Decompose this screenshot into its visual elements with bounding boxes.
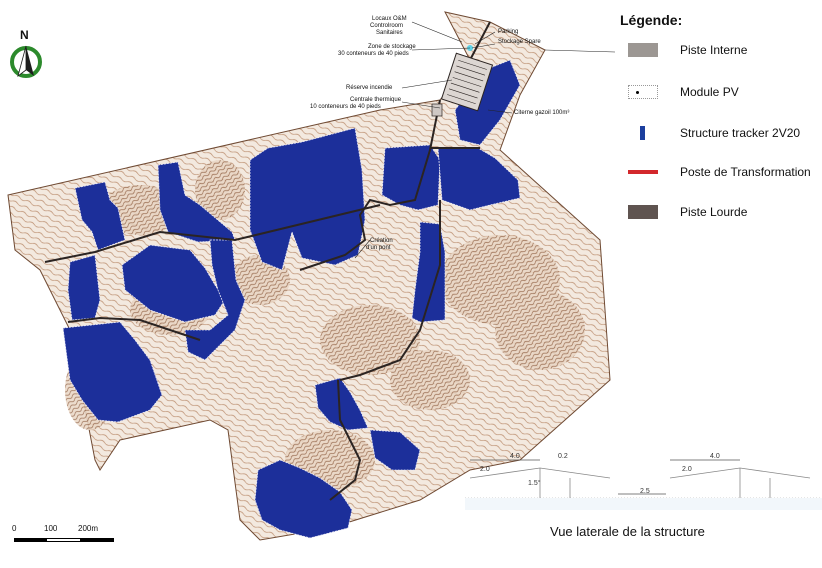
- legend-title: Légende:: [620, 12, 683, 28]
- track: [339, 200, 441, 381]
- module-pv-swatch: [628, 85, 658, 99]
- compass-icon: [10, 45, 42, 78]
- label-sanitaires: Sanitaires: [376, 30, 403, 36]
- track: [44, 204, 381, 263]
- pv-block: [437, 147, 521, 211]
- north-letter: N: [20, 28, 29, 42]
- pv-block: [314, 377, 369, 431]
- structure-side-view: [465, 459, 822, 510]
- scale-graphic: [14, 538, 114, 542]
- dim-label: 2.5: [640, 488, 650, 495]
- label-zone-stockage: Zone de stockage: [368, 44, 416, 50]
- scale-tick-0: 0: [12, 524, 17, 533]
- pv-block: [67, 254, 101, 321]
- leader-lines: [354, 21, 616, 259]
- side-view-title: Vue laterale de la structure: [550, 524, 705, 539]
- piste-lourde-swatch: [628, 205, 658, 219]
- pv-block: [74, 181, 126, 251]
- label-creation-detail: d'un pont: [366, 245, 391, 251]
- scale-tick-200: 200m: [78, 524, 99, 533]
- dim-label: 4.0: [710, 453, 720, 460]
- legend-label: Poste de Transformation: [680, 165, 811, 179]
- pv-blocks: [62, 59, 521, 539]
- label-zone-stockage-detail: 30 conteneurs de 40 pieds: [338, 51, 409, 57]
- tracker-swatch: [628, 126, 658, 140]
- track: [299, 99, 441, 271]
- track: [67, 316, 201, 341]
- label-controlroom: Controlroom: [370, 23, 404, 29]
- dim-label: 1.5°: [528, 480, 541, 487]
- label-centrale: Centrale thermique: [350, 97, 402, 103]
- side-view-panel: 4.0 0.2 2.0 4.0 2.0 2.5 1.5°: [462, 446, 822, 524]
- pv-block: [411, 221, 446, 323]
- legend-label: Structure tracker 2V20: [680, 126, 801, 140]
- legend-label: Module PV: [680, 85, 739, 99]
- dim-label: 4.0: [510, 453, 520, 460]
- pv-block: [254, 459, 353, 539]
- pv-block: [184, 239, 246, 361]
- label-reserve: Réserve incendie: [346, 85, 393, 91]
- pv-block: [249, 127, 366, 271]
- pv-block: [369, 429, 421, 471]
- facilities-zone: [431, 45, 494, 117]
- legend-label: Piste Interne: [680, 43, 748, 57]
- dim-label: 0.2: [558, 453, 568, 460]
- piste-interne-swatch: [628, 43, 658, 57]
- legend-item-structure-tracker: Structure tracker 2V20: [628, 123, 800, 143]
- scale-tick-100: 100: [44, 524, 58, 533]
- track: [329, 379, 362, 501]
- label-stockage-spare: Stockage Spare: [498, 39, 541, 45]
- label-parking: Parking: [498, 29, 519, 35]
- label-locaux: Locaux O&M: [372, 16, 407, 22]
- legend-item-piste-interne: Piste Interne: [628, 40, 747, 60]
- dim-label: 2.0: [682, 466, 692, 473]
- label-citerne: Citerne gazoil 100m³: [514, 110, 570, 116]
- heavy-tracks: [44, 21, 491, 501]
- label-centrale-detail: 10 conteneurs de 40 pieds: [310, 104, 381, 110]
- legend-item-piste-lourde: Piste Lourde: [628, 202, 747, 222]
- poste-swatch: [628, 165, 658, 179]
- pv-block: [62, 321, 163, 423]
- pv-block: [157, 161, 236, 243]
- label-creation: Création: [370, 238, 393, 244]
- site-boundary: [7, 11, 611, 541]
- legend-item-poste: Poste de Transformation: [628, 162, 811, 182]
- north-arrow: N: [6, 28, 46, 80]
- legend-item-module-pv: Module PV: [628, 82, 739, 102]
- scale-bar: 0 100 200m: [12, 524, 114, 554]
- legend-label: Piste Lourde: [680, 205, 748, 219]
- dim-label: 2.0: [480, 466, 490, 473]
